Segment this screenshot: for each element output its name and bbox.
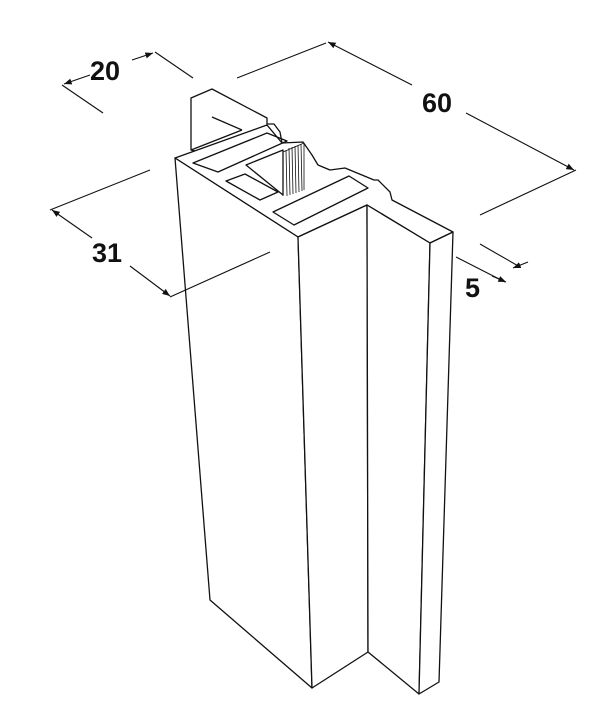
label-31: 31 [92,238,122,268]
front-body [174,157,454,695]
label-20: 20 [90,56,120,86]
chamber-4 [272,175,369,226]
dimension-5 [455,243,529,283]
dimension-31 [49,169,271,298]
label-60: 60 [422,88,452,118]
label-5: 5 [465,273,480,303]
chamber-2 [225,173,279,201]
brush-seal [282,142,305,197]
chamber-1 [192,132,288,173]
dimension-20 [61,51,194,114]
dimension-60 [236,41,577,216]
